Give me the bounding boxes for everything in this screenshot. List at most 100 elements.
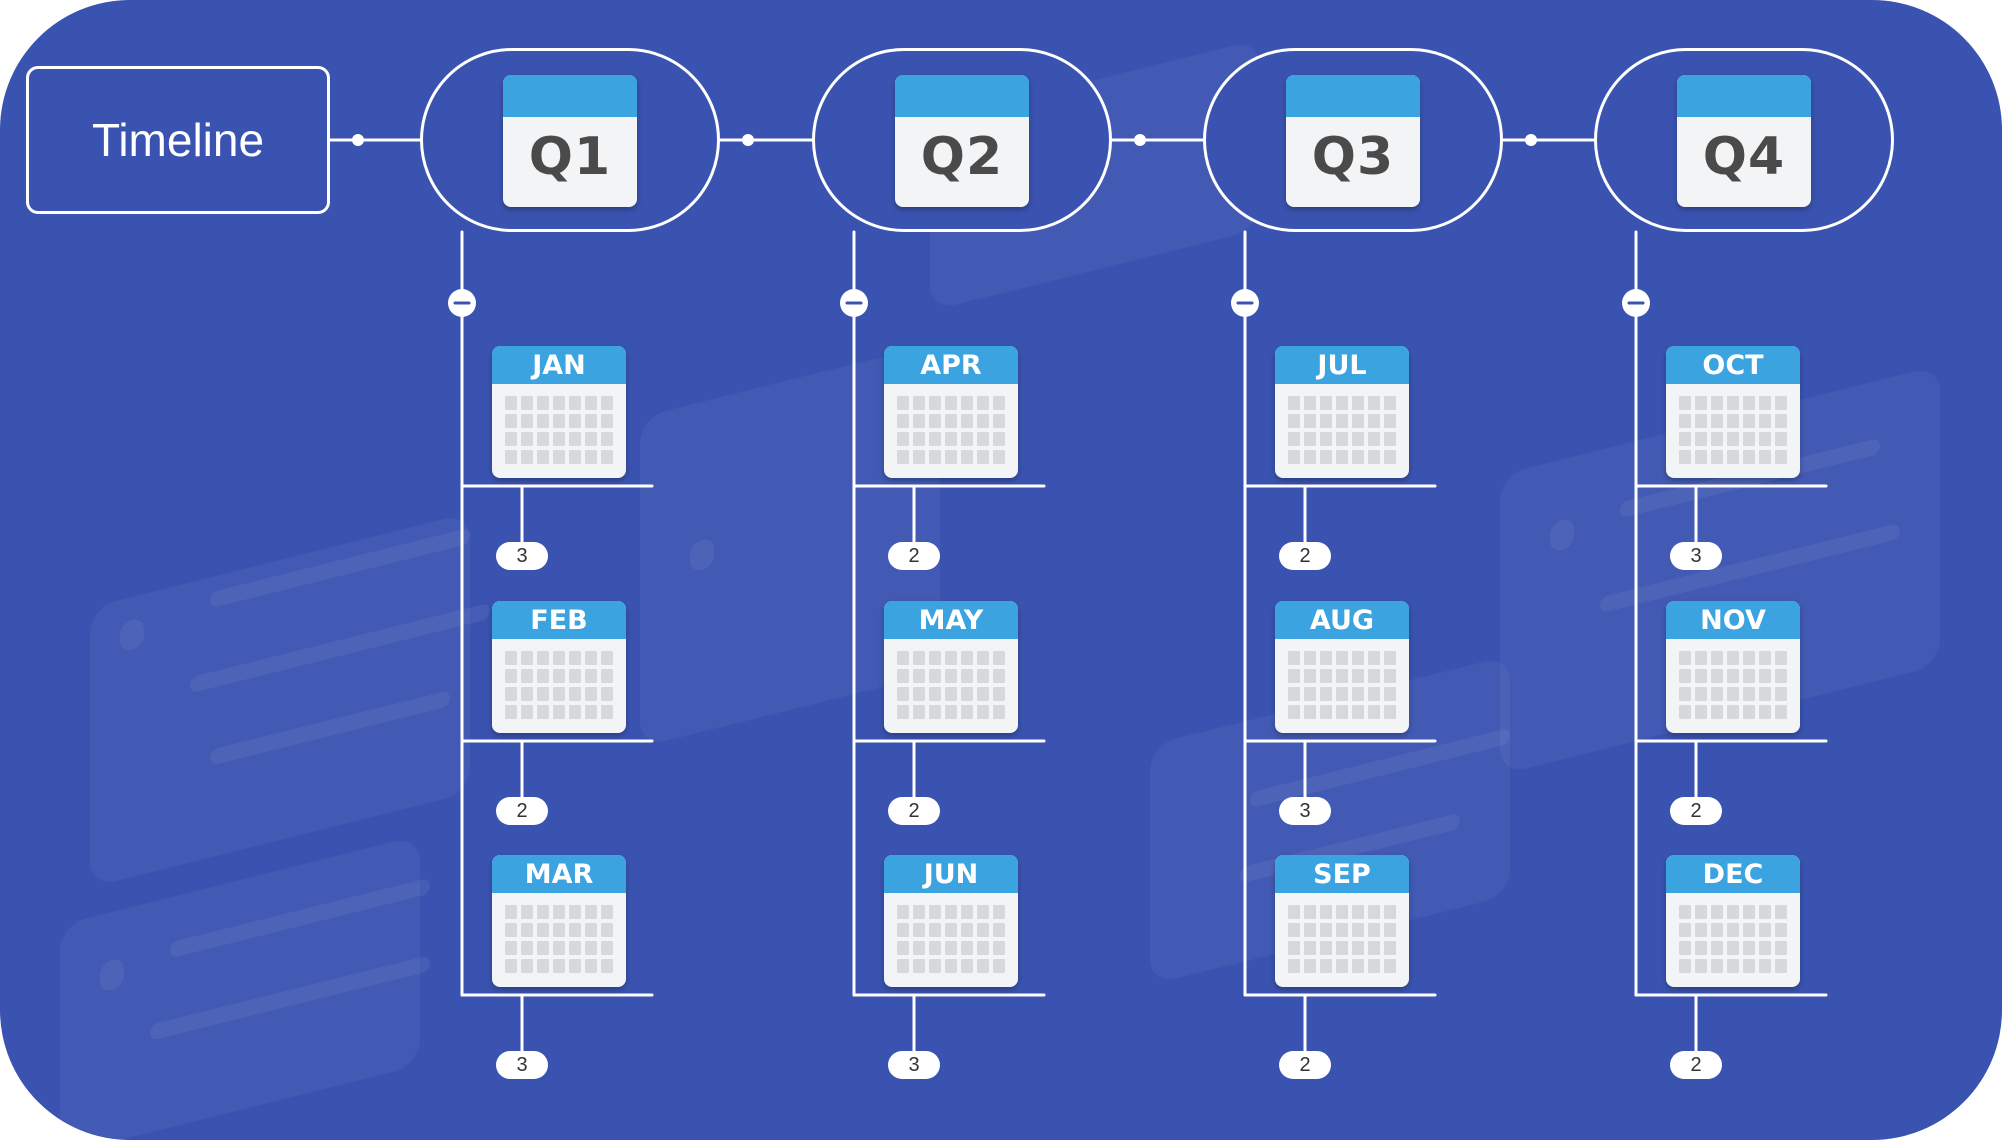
quarter-node-q2[interactable]: Q2 bbox=[812, 48, 1112, 232]
calendar-day-cell bbox=[601, 923, 613, 937]
count-badge[interactable]: 3 bbox=[1670, 542, 1722, 570]
count-badge[interactable]: 3 bbox=[496, 1051, 548, 1079]
calendar-day-cell bbox=[1336, 959, 1348, 973]
calendar-day-cell bbox=[913, 651, 925, 665]
calendar-day-cell bbox=[993, 959, 1005, 973]
calendar-day-cell bbox=[601, 905, 613, 919]
calendar-day-cell bbox=[929, 923, 941, 937]
count-badge[interactable]: 2 bbox=[1279, 1051, 1331, 1079]
calendar-day-cell bbox=[1695, 905, 1707, 919]
calendar-day-cell bbox=[977, 705, 989, 719]
calendar-day-cell bbox=[1727, 396, 1739, 410]
calendar-icon: Q2 bbox=[895, 75, 1029, 207]
quarter-node-q1[interactable]: Q1 bbox=[420, 48, 720, 232]
calendar-day-cell bbox=[585, 651, 597, 665]
calendar-day-cell bbox=[1695, 959, 1707, 973]
month-label: OCT bbox=[1666, 346, 1800, 384]
calendar-day-cell bbox=[1727, 687, 1739, 701]
calendar-day-cell bbox=[553, 923, 565, 937]
calendar-day-cell bbox=[977, 651, 989, 665]
calendar-day-cell bbox=[553, 651, 565, 665]
count-badge[interactable]: 2 bbox=[1670, 1051, 1722, 1079]
calendar-day-cell bbox=[1743, 959, 1755, 973]
calendar-day-cell bbox=[1695, 669, 1707, 683]
month-label: JAN bbox=[492, 346, 626, 384]
calendar-day-cell bbox=[913, 414, 925, 428]
calendar-day-cell bbox=[537, 705, 549, 719]
month-calendar-may[interactable]: MAY bbox=[884, 601, 1018, 733]
calendar-day-cell bbox=[505, 450, 517, 464]
calendar-day-cell bbox=[1695, 923, 1707, 937]
calendar-day-cell bbox=[1336, 432, 1348, 446]
calendar-day-cell bbox=[585, 396, 597, 410]
count-badge[interactable]: 2 bbox=[1670, 797, 1722, 825]
month-calendar-apr[interactable]: APR bbox=[884, 346, 1018, 478]
calendar-day-cell bbox=[1727, 705, 1739, 719]
calendar-day-cell bbox=[913, 432, 925, 446]
quarter-node-q4[interactable]: Q4 bbox=[1594, 48, 1894, 232]
calendar-day-cell bbox=[1368, 905, 1380, 919]
month-calendar-aug[interactable]: AUG bbox=[1275, 601, 1409, 733]
calendar-day-cell bbox=[913, 450, 925, 464]
calendar-day-cell bbox=[913, 923, 925, 937]
calendar-day-cell bbox=[897, 923, 909, 937]
calendar-day-cell bbox=[993, 905, 1005, 919]
calendar-day-cell bbox=[913, 687, 925, 701]
calendar-day-cell bbox=[1679, 651, 1691, 665]
calendar-day-cell bbox=[1320, 941, 1332, 955]
month-calendar-jul[interactable]: JUL bbox=[1275, 346, 1409, 478]
month-calendar-jan[interactable]: JAN bbox=[492, 346, 626, 478]
calendar-day-cell bbox=[505, 941, 517, 955]
calendar-day-cell bbox=[569, 923, 581, 937]
calendar-day-cell bbox=[1336, 651, 1348, 665]
calendar-day-cell bbox=[521, 450, 533, 464]
timeline-root-node[interactable]: Timeline bbox=[26, 66, 330, 214]
quarter-node-q3[interactable]: Q3 bbox=[1203, 48, 1503, 232]
month-calendar-mar[interactable]: MAR bbox=[492, 855, 626, 987]
count-badge[interactable]: 3 bbox=[496, 542, 548, 570]
count-badge[interactable]: 2 bbox=[888, 542, 940, 570]
month-calendar-nov[interactable]: NOV bbox=[1666, 601, 1800, 733]
calendar-day-cell bbox=[585, 705, 597, 719]
calendar-day-cell bbox=[1384, 669, 1396, 683]
calendar-day-cell bbox=[913, 396, 925, 410]
calendar-day-cell bbox=[585, 905, 597, 919]
calendar-day-cell bbox=[1711, 669, 1723, 683]
count-badge[interactable]: 2 bbox=[888, 797, 940, 825]
calendar-day-cell bbox=[1288, 651, 1300, 665]
calendar-grid-icon bbox=[897, 651, 1005, 719]
count-badge[interactable]: 3 bbox=[888, 1051, 940, 1079]
month-calendar-dec[interactable]: DEC bbox=[1666, 855, 1800, 987]
month-calendar-feb[interactable]: FEB bbox=[492, 601, 626, 733]
calendar-day-cell bbox=[537, 941, 549, 955]
month-label: FEB bbox=[492, 601, 626, 639]
calendar-day-cell bbox=[553, 705, 565, 719]
month-calendar-sep[interactable]: SEP bbox=[1275, 855, 1409, 987]
month-calendar-oct[interactable]: OCT bbox=[1666, 346, 1800, 478]
calendar-day-cell bbox=[1336, 414, 1348, 428]
count-badge[interactable]: 2 bbox=[496, 797, 548, 825]
calendar-day-cell bbox=[1336, 941, 1348, 955]
calendar-day-cell bbox=[1352, 432, 1364, 446]
month-calendar-jun[interactable]: JUN bbox=[884, 855, 1018, 987]
calendar-day-cell bbox=[961, 687, 973, 701]
calendar-grid-icon bbox=[1679, 651, 1787, 719]
calendar-day-cell bbox=[537, 432, 549, 446]
count-badge[interactable]: 3 bbox=[1279, 797, 1331, 825]
calendar-day-cell bbox=[521, 941, 533, 955]
calendar-day-cell bbox=[1727, 432, 1739, 446]
calendar-day-cell bbox=[929, 414, 941, 428]
count-badge[interactable]: 2 bbox=[1279, 542, 1331, 570]
calendar-day-cell bbox=[1695, 705, 1707, 719]
calendar-day-cell bbox=[993, 432, 1005, 446]
calendar-day-cell bbox=[1727, 941, 1739, 955]
calendar-day-cell bbox=[1711, 651, 1723, 665]
calendar-day-cell bbox=[1384, 687, 1396, 701]
calendar-day-cell bbox=[1368, 396, 1380, 410]
calendar-day-cell bbox=[1759, 705, 1771, 719]
calendar-day-cell bbox=[1711, 923, 1723, 937]
calendar-day-cell bbox=[977, 669, 989, 683]
calendar-day-cell bbox=[977, 687, 989, 701]
calendar-day-cell bbox=[897, 432, 909, 446]
calendar-day-cell bbox=[945, 923, 957, 937]
